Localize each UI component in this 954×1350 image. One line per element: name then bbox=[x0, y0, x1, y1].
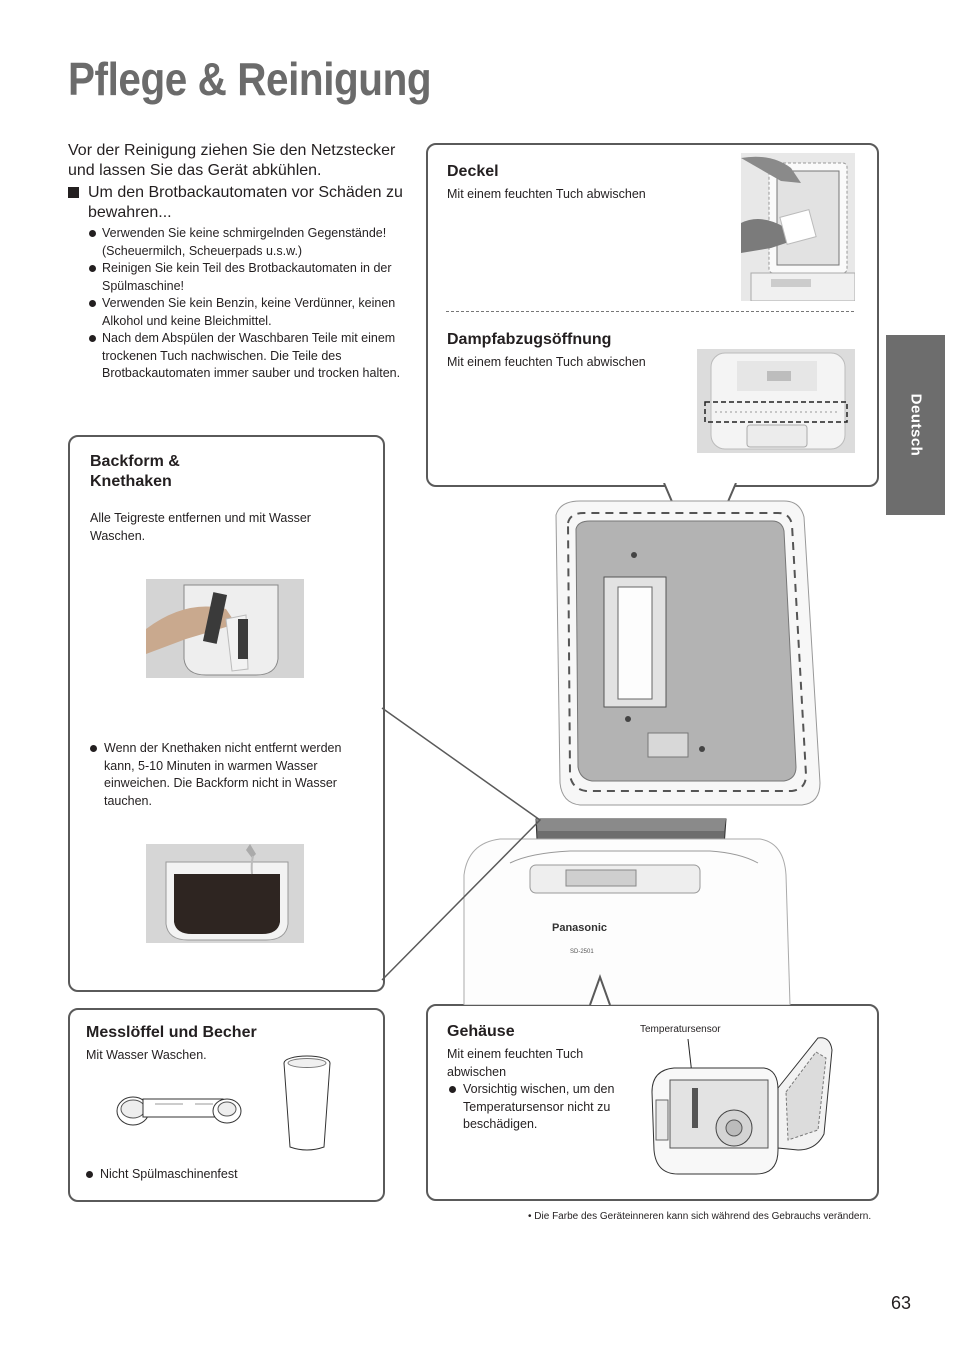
dampf-text: Mit einem feuchten Tuch abwischen bbox=[447, 355, 646, 369]
backform-heading: Backform & Knethaken bbox=[90, 452, 250, 492]
backform-heading-line1: Backform & bbox=[90, 453, 180, 470]
backform-text: Alle Teigreste entfernen und mit Wasser … bbox=[90, 511, 311, 543]
footnote: • Die Farbe des Geräteinneren kann sich … bbox=[528, 1211, 872, 1222]
backform-heading-line2: Knethaken bbox=[90, 473, 172, 490]
housing-heading: Gehäuse bbox=[447, 1023, 515, 1040]
language-tab: Deutsch bbox=[886, 335, 945, 515]
sensor-label: Temperatursensor bbox=[640, 1024, 721, 1035]
brand-label: Panasonic bbox=[552, 922, 607, 934]
backform-bullet: Wenn der Knethaken nicht entfernt werden… bbox=[90, 740, 364, 810]
measuring-heading: Messlöffel und Becher bbox=[86, 1024, 257, 1041]
measuring-text: Mit Wasser Waschen. bbox=[86, 1048, 207, 1062]
dampf-photo bbox=[697, 349, 855, 453]
bread-maker-illustration: Panasonic SD-2501 bbox=[380, 482, 860, 1006]
intro-square-text: Um den Brotbackautomaten vor Schäden zu … bbox=[88, 184, 403, 221]
list-item: Verwenden Sie keine schmirgelnden Gegens… bbox=[88, 225, 418, 260]
page-number: 63 bbox=[891, 1293, 912, 1313]
page-title: Pflege & Reinigung bbox=[68, 53, 432, 105]
language-tab-label: Deutsch bbox=[907, 393, 924, 457]
deckel-heading: Deckel bbox=[447, 163, 499, 180]
intro-bullet-list: Verwenden Sie keine schmirgelnden Gegens… bbox=[88, 225, 418, 383]
list-item: Nach dem Abspülen der Waschbaren Teile m… bbox=[88, 330, 418, 383]
measuring-bullet: Nicht Spülmaschinenfest bbox=[86, 1166, 350, 1184]
backform-pointer-lines bbox=[380, 700, 550, 1000]
intro-lead: Vor der Reinigung ziehen Sie den Netzste… bbox=[68, 142, 396, 179]
dampf-heading: Dampfabzugsöffnung bbox=[447, 331, 612, 348]
deckel-photo bbox=[741, 153, 855, 301]
list-item: Verwenden Sie kein Benzin, keine Verdünn… bbox=[88, 295, 418, 330]
intro-square-item: Um den Brotbackautomaten vor Schäden zu … bbox=[68, 183, 418, 223]
housing-text: Mit einem feuchten Tuch abwischen bbox=[447, 1047, 584, 1079]
backform-photo-2 bbox=[146, 844, 304, 943]
housing-bullet: Vorsichtig wischen, um den Temperatursen… bbox=[449, 1081, 633, 1134]
backform-photo-1 bbox=[146, 579, 304, 678]
section-divider bbox=[446, 311, 854, 312]
measuring-cup-illustration bbox=[281, 1053, 333, 1153]
deckel-text: Mit einem feuchten Tuch abwischen bbox=[447, 187, 646, 201]
square-bullet-icon bbox=[68, 187, 79, 198]
intro-section: Vor der Reinigung ziehen Sie den Netzste… bbox=[68, 141, 418, 383]
housing-illustration bbox=[648, 1030, 838, 1178]
measuring-spoon-illustration bbox=[113, 1087, 245, 1131]
model-label: SD-2501 bbox=[570, 949, 594, 955]
list-item: Reinigen Sie kein Teil des Brotbackautom… bbox=[88, 260, 418, 295]
